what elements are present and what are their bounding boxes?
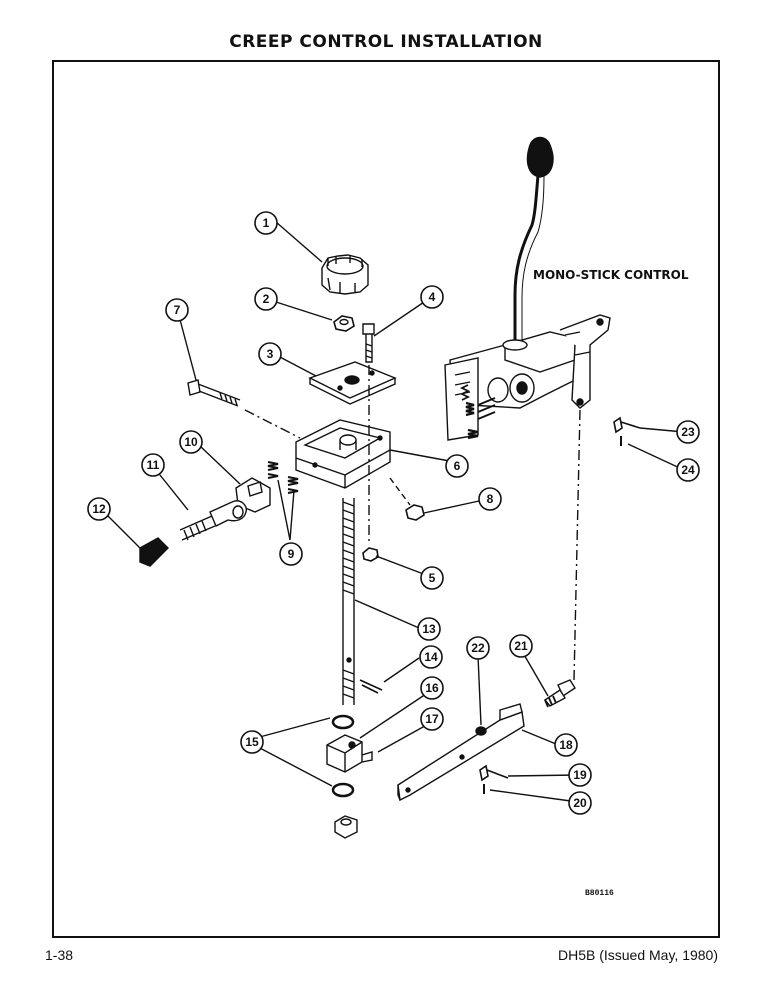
part-15-washer-bottom — [331, 782, 355, 798]
svg-text:16: 16 — [425, 681, 439, 695]
svg-text:20: 20 — [573, 796, 587, 810]
part-15-washer-top — [331, 714, 355, 730]
part-13-rod — [342, 498, 355, 705]
svg-text:1: 1 — [263, 216, 270, 230]
callout-12: 12 — [87, 497, 111, 521]
svg-text:9: 9 — [288, 547, 295, 561]
callout-7: 7 — [165, 298, 189, 322]
part-23-pin — [613, 416, 641, 434]
part-19-pin — [479, 764, 509, 782]
svg-text:2: 2 — [263, 292, 270, 306]
mono-stick-label: MONO-STICK CONTROL — [533, 268, 689, 282]
part-22-bushing — [475, 726, 487, 736]
diagram-frame — [52, 60, 720, 938]
callout-1: 1 — [254, 211, 278, 235]
svg-text:3: 3 — [267, 347, 274, 361]
svg-text:5: 5 — [429, 571, 436, 585]
callout-20: 20 — [568, 791, 592, 815]
bottom-nut — [334, 815, 358, 839]
svg-text:8: 8 — [487, 492, 494, 506]
callout-18: 18 — [554, 733, 578, 757]
callout-8: 8 — [478, 487, 502, 511]
callout-5: 5 — [420, 566, 444, 590]
page-title: CREEP CONTROL INSTALLATION — [229, 32, 543, 52]
callout-10: 10 — [179, 430, 203, 454]
svg-text:22: 22 — [471, 641, 485, 655]
svg-text:11: 11 — [147, 458, 160, 472]
page-number: 1-38 — [45, 947, 74, 963]
part-8-nut — [405, 504, 425, 521]
callout-4: 4 — [420, 285, 444, 309]
svg-text:17: 17 — [425, 712, 439, 726]
mono-stick-control-assembly — [444, 136, 611, 441]
svg-text:12: 12 — [92, 502, 106, 516]
drawing-number: B80116 — [585, 889, 614, 898]
callout-11: 11 — [141, 453, 165, 477]
svg-text:24: 24 — [681, 463, 695, 477]
callout-9: 9 — [279, 542, 303, 566]
part-2-nut — [333, 315, 355, 332]
part-6-bracket — [295, 419, 391, 489]
callout-19: 19 — [568, 763, 592, 787]
callout-13: 13 — [417, 617, 441, 641]
part-18-link-bar — [397, 703, 525, 802]
callout-2: 2 — [254, 287, 278, 311]
svg-text:10: 10 — [184, 435, 198, 449]
part-5-nut — [362, 547, 379, 562]
part-12-grip — [139, 537, 169, 567]
part-14-pin — [359, 679, 383, 694]
callout-23: 23 — [676, 420, 700, 444]
svg-text:14: 14 — [424, 650, 438, 664]
part-3-plate — [308, 361, 397, 405]
part-4-bolt — [362, 323, 375, 363]
svg-text:13: 13 — [422, 622, 436, 636]
svg-text:23: 23 — [681, 425, 695, 439]
svg-text:18: 18 — [559, 738, 573, 752]
callout-17: 17 — [420, 707, 444, 731]
callout-22: 22 — [466, 636, 490, 660]
part-11-pin — [179, 500, 247, 541]
document-reference: DH5B (Issued May, 1980) — [557, 947, 718, 963]
part-9-springs — [267, 461, 299, 494]
svg-text:21: 21 — [514, 639, 528, 653]
svg-text:7: 7 — [174, 303, 181, 317]
svg-text:4: 4 — [429, 290, 436, 304]
svg-text:6: 6 — [454, 459, 461, 473]
callout-6: 6 — [445, 454, 469, 478]
callout-24: 24 — [676, 458, 700, 482]
callout-3: 3 — [258, 342, 282, 366]
svg-text:19: 19 — [573, 768, 587, 782]
callout-15: 15 — [240, 730, 264, 754]
part-1-knob — [321, 254, 369, 295]
callouts: 1 2 3 4 5 6 7 8 9 10 11 12 13 14 15 16 1… — [87, 211, 700, 815]
callout-16: 16 — [420, 676, 444, 700]
svg-text:15: 15 — [245, 735, 259, 749]
callout-14: 14 — [419, 645, 443, 669]
part-16-block — [326, 734, 373, 773]
part-7-bolt — [187, 379, 241, 407]
callout-21: 21 — [509, 634, 533, 658]
part-21-clevis — [543, 679, 576, 708]
